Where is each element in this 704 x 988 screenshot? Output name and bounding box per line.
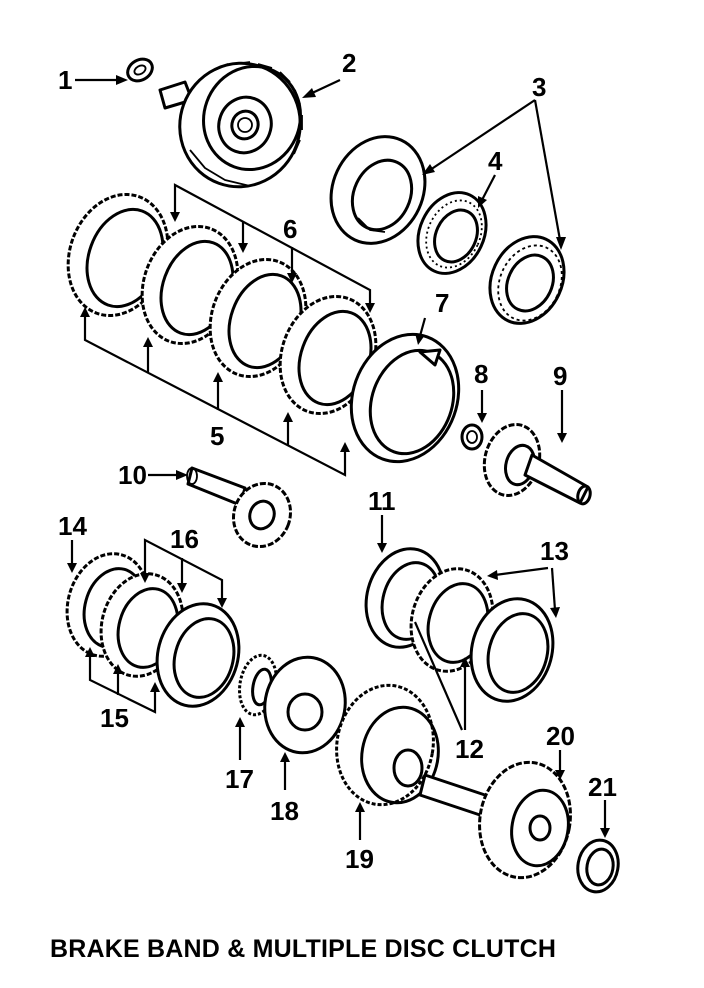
callout-20: 20 [546, 721, 575, 751]
part-19-drum [335, 683, 440, 807]
part-2-drum [158, 61, 303, 189]
callout-numbers: 1 2 3 4 5 6 7 8 9 10 11 12 13 14 15 16 1… [58, 48, 617, 874]
callout-17: 17 [225, 764, 254, 794]
plate [469, 597, 555, 703]
callout-14: 14 [58, 511, 87, 541]
callout-5: 5 [210, 421, 224, 451]
callout-4: 4 [488, 146, 503, 176]
plate [155, 602, 241, 708]
callout-9: 9 [553, 361, 567, 391]
callout-11: 11 [368, 486, 396, 516]
part-20-hub [418, 760, 572, 880]
callout-7: 7 [435, 288, 449, 318]
part-3-races [329, 135, 566, 325]
part-7-band [349, 332, 461, 464]
callout-1: 1 [58, 65, 72, 95]
diagram-caption: BRAKE BAND & MULTIPLE DISC CLUTCH [50, 935, 557, 963]
callout-19: 19 [345, 844, 374, 874]
callout-15: 15 [100, 703, 129, 733]
part-8-washer [460, 423, 484, 451]
callout-10: 10 [118, 460, 147, 490]
callout-8: 8 [474, 359, 488, 389]
callout-13: 13 [540, 536, 569, 566]
callout-16: 16 [170, 524, 199, 554]
part-21-ring [576, 838, 620, 894]
clutch-pack-lower-left [65, 552, 241, 708]
part-9-hub [482, 423, 592, 506]
callout-2: 2 [342, 48, 356, 78]
callout-6: 6 [283, 214, 297, 244]
part-4-bearing [416, 191, 488, 275]
clutch-pack-upper [66, 192, 378, 416]
callout-12: 12 [455, 734, 484, 764]
callout-21: 21 [588, 772, 617, 802]
part-10-shaft [186, 466, 292, 549]
callout-18: 18 [270, 796, 299, 826]
part-18-hub [263, 655, 347, 755]
part-1-washer [126, 57, 154, 83]
callout-3: 3 [532, 72, 546, 102]
leader-lines [67, 75, 610, 840]
clutch-pack-lower-right [364, 547, 555, 703]
